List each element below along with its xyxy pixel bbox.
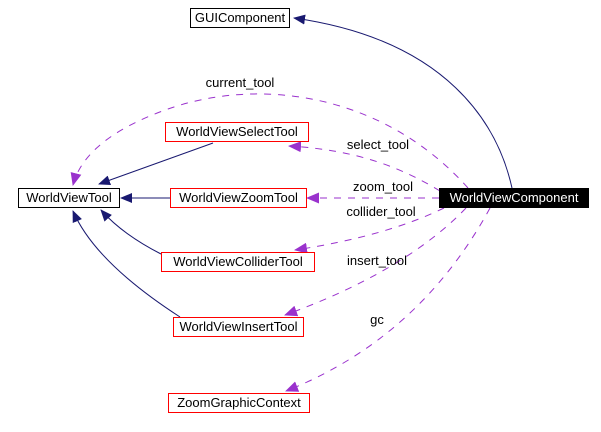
edge-label-collider-tool: collider_tool: [346, 204, 416, 219]
edge-label-zoom-tool: zoom_tool: [353, 179, 413, 194]
usage-edge-insert-tool: [284, 207, 467, 317]
node-zoomgraphiccontext[interactable]: ZoomGraphicContext: [168, 393, 310, 413]
usage-edge-gc: [285, 207, 491, 392]
edge-label-current-tool: current_tool: [205, 75, 275, 90]
node-worldviewcomponent: WorldViewComponent: [439, 188, 589, 208]
edge-label-insert-tool: insert_tool: [347, 253, 407, 268]
node-worldviewtool[interactable]: WorldViewTool: [18, 188, 120, 208]
inheritance-edge-component-to-guicomponent: [293, 14, 513, 189]
usage-edge-current-tool: [70, 93, 469, 189]
node-worldviewzoomtool[interactable]: WorldViewZoomTool: [170, 188, 307, 208]
inheritance-edge-inserttool-to-worldviewtool: [72, 210, 181, 318]
node-guicomponent[interactable]: GUIComponent: [190, 8, 290, 28]
inheritance-edge-selecttool-to-worldviewtool: [98, 142, 214, 185]
node-worldviewcollidertool[interactable]: WorldViewColliderTool: [161, 252, 315, 272]
node-worldviewselecttool[interactable]: WorldViewSelectTool: [165, 122, 309, 142]
inheritance-edge-collidertool-to-worldviewtool: [100, 209, 162, 255]
node-worldviewinserttool[interactable]: WorldViewInsertTool: [173, 317, 304, 337]
edge-label-select-tool: select_tool: [346, 137, 410, 152]
usage-edge-collider-tool: [294, 207, 445, 254]
edge-label-gc: gc: [370, 312, 384, 327]
usage-edge-select-tool: [288, 141, 441, 192]
